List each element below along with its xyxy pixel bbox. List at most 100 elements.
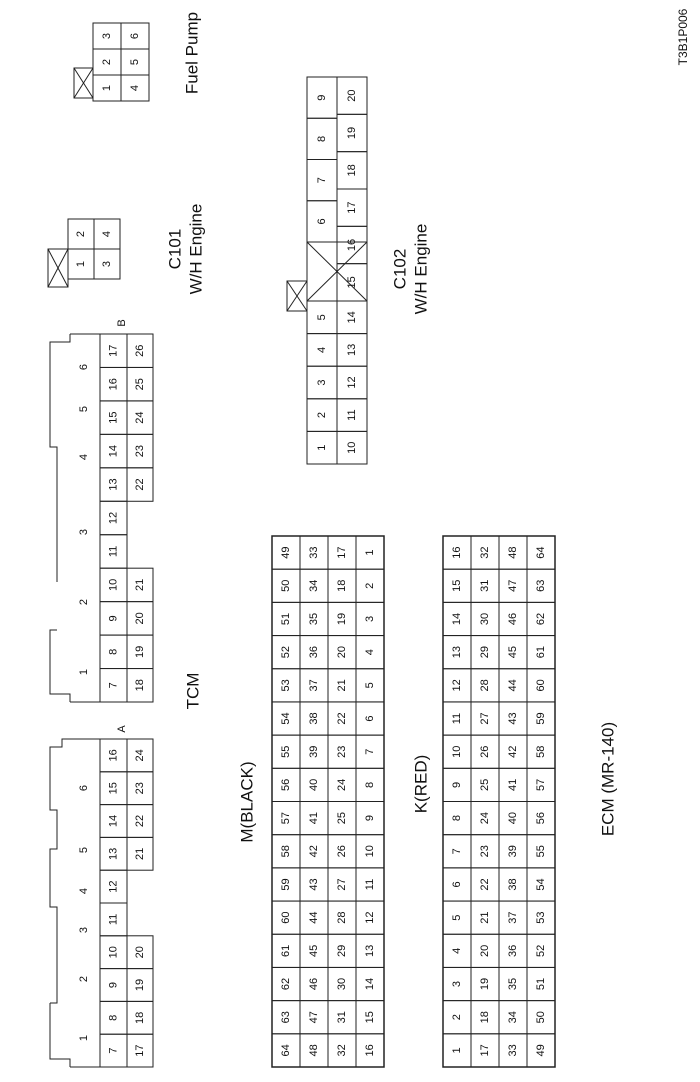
tcm-b-pin: 10 (108, 579, 120, 591)
fuel-pump-label: Fuel Pump (183, 12, 202, 94)
ecm-m-pin: 13 (364, 945, 376, 957)
ecm-k-pin: 57 (535, 779, 547, 791)
ecm-m-pin: 3 (364, 616, 376, 622)
ecm-m-pin: 57 (280, 812, 292, 824)
ecm-m-pin: 60 (280, 912, 292, 924)
ecm-m-pin: 31 (336, 1011, 348, 1023)
ecm-k-pin: 38 (507, 878, 519, 890)
ecm-m-pin: 41 (308, 812, 320, 824)
tcm-b-top-pin: 3 (78, 529, 90, 535)
ecm-k-pin: 9 (451, 782, 463, 788)
ecm-m-pin: 52 (280, 646, 292, 658)
c102-pin: 10 (346, 442, 358, 454)
ecm-k-pin: 50 (535, 1011, 547, 1023)
ecm-k-pin: 28 (479, 679, 491, 691)
ecm-k-pin: 23 (479, 845, 491, 857)
connector-outline (271, 535, 385, 1068)
ecm-k-label: K(RED) (412, 755, 431, 814)
c102-pin: 17 (346, 202, 358, 214)
c102-pin: 13 (346, 344, 358, 356)
tcm-b-top-pin: 5 (78, 406, 90, 412)
ecm-m-pin: 45 (308, 945, 320, 957)
ecm-k-pin: 53 (535, 912, 547, 924)
ecm-m-pin: 26 (336, 845, 348, 857)
pin-cell (120, 22, 150, 50)
ecm-m-pin: 8 (364, 782, 376, 788)
figure-id: T3B1P006 (676, 8, 690, 65)
ecm-k-pin: 41 (507, 779, 519, 791)
c101-pin: 3 (101, 261, 113, 267)
tcm-b-pin: 13 (108, 478, 120, 490)
c102-pin: 18 (346, 164, 358, 176)
tcm-b-pin: 16 (108, 378, 120, 390)
tcm-a-pin: 22 (134, 815, 146, 827)
ecm-k-pin: 3 (451, 981, 463, 987)
ecm-k-pin: 26 (479, 746, 491, 758)
c102-pin: 7 (316, 177, 328, 183)
c102-pin: 14 (346, 311, 358, 323)
tcm-a-pin: 10 (108, 946, 120, 958)
ecm-m-pin: 58 (280, 845, 292, 857)
tcm-a-pin: 23 (134, 782, 146, 794)
ecm-m-pin: 17 (336, 546, 348, 558)
tcm-a-top-pin: 1 (78, 1035, 90, 1041)
ecm-k-pin: 46 (507, 613, 519, 625)
ecm-k-pin: 2 (451, 1014, 463, 1020)
tcm-a-pin: 15 (108, 782, 120, 794)
tcm-b-pin: 23 (134, 445, 146, 457)
ecm-k-pin: 54 (535, 878, 547, 890)
c102-pin: 1 (316, 445, 328, 451)
ecm-m-pin: 6 (364, 715, 376, 721)
ecm-m-label: M(BLACK) (238, 761, 257, 842)
c102-sublabel: W/H Engine (412, 224, 431, 315)
outline-line (49, 1003, 71, 1067)
ecm-k-pin: 24 (479, 812, 491, 824)
c102-pin: 19 (346, 127, 358, 139)
ecm-k-pin: 4 (451, 948, 463, 954)
tcm-a-top-pin: 4 (78, 888, 90, 894)
pin-cell (93, 218, 121, 250)
outline-line (49, 334, 71, 582)
tcm-b-pin: 15 (108, 412, 120, 424)
ecm-k-pin: 1 (451, 1047, 463, 1053)
connector-key (286, 280, 308, 312)
ecm-k-pin: 59 (535, 712, 547, 724)
ecm-k-pin: 19 (479, 978, 491, 990)
ecm-m-pin: 48 (308, 1044, 320, 1056)
c102-pin: 4 (316, 347, 328, 353)
ecm-m-pin: 64 (280, 1044, 292, 1056)
ecm-m-pin: 22 (336, 712, 348, 724)
ecm-k-pin: 20 (479, 945, 491, 957)
ecm-k-pin: 36 (507, 945, 519, 957)
ecm-m-pin: 10 (364, 845, 376, 857)
ecm-m-pin: 23 (336, 746, 348, 758)
tcm-a-pin: 18 (134, 1012, 146, 1024)
ecm-k-pin: 60 (535, 679, 547, 691)
fuel-pump-pin: 6 (129, 33, 141, 39)
tcm-b-pin: 14 (108, 445, 120, 457)
ecm-k-pin: 40 (507, 812, 519, 824)
c102-pin: 11 (346, 409, 358, 420)
ecm-m-pin: 46 (308, 978, 320, 990)
ecm-m-pin: 21 (336, 679, 348, 691)
ecm-m-pin: 39 (308, 746, 320, 758)
ecm-m-pin: 50 (280, 580, 292, 592)
ecm-m-pin: 24 (336, 779, 348, 791)
connector-key (47, 248, 69, 288)
ecm-k-pin: 35 (507, 978, 519, 990)
ecm-k-pin: 32 (479, 546, 491, 558)
ecm-m-pin: 15 (364, 1011, 376, 1023)
ecm-k-pin: 49 (535, 1044, 547, 1056)
ecm-k-pin: 14 (451, 613, 463, 625)
ecm-m-pin: 33 (308, 546, 320, 558)
ecm-k-pin: 29 (479, 646, 491, 658)
outline-line (49, 629, 71, 702)
ecm-m-pin: 28 (336, 912, 348, 924)
ecm-m-pin: 9 (364, 815, 376, 821)
ecm-m-pin: 35 (308, 613, 320, 625)
c101-sublabel: W/H Engine (187, 204, 206, 295)
tcm-a-top-pin: 6 (78, 785, 90, 791)
tcm-a-letter: A (116, 725, 128, 733)
